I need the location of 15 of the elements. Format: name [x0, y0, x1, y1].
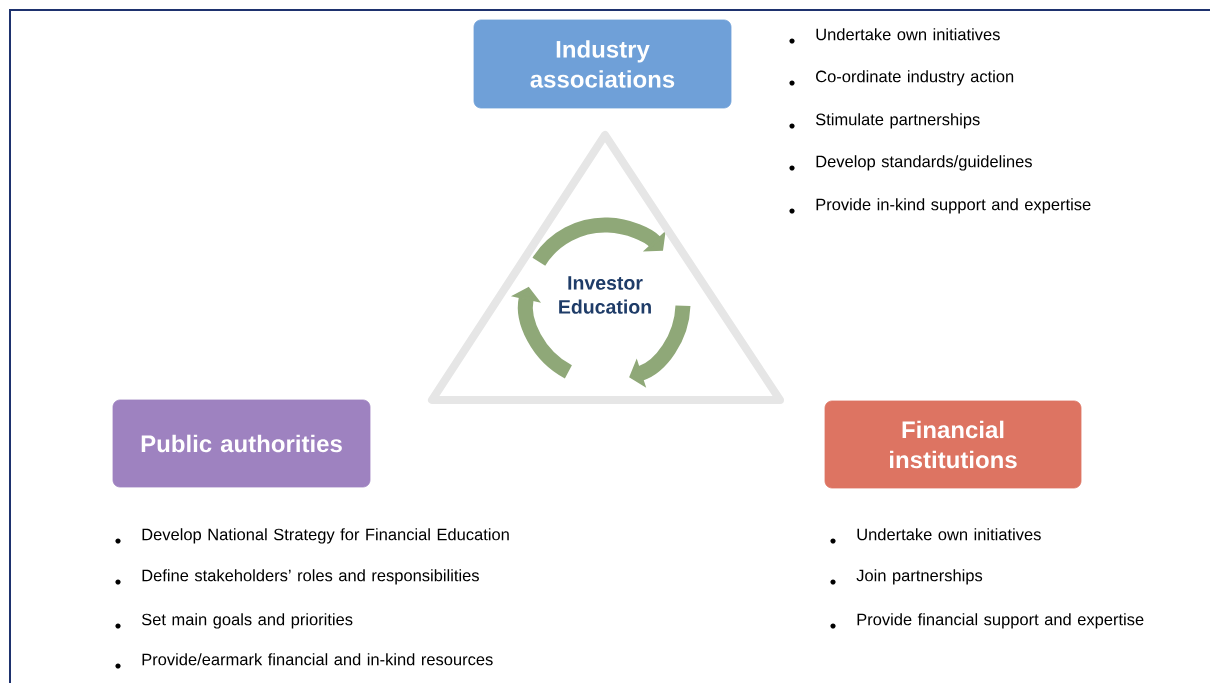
- bullet-item: Develop National Strategy for Financial Education: [142, 528, 509, 544]
- bullet-item: Develop standards/guidelines: [816, 155, 1032, 171]
- bullet-item: Set main goals and priorities: [141, 613, 353, 629]
- bullet-item: Undertake own initiatives: [816, 28, 1000, 41]
- bullet-item: Provide financial support and expertise: [857, 613, 1144, 629]
- bullet-item: Join partnerships: [856, 569, 983, 585]
- bullet-item: Define stakeholders’ roles and responsibilities: [142, 569, 479, 585]
- bullet-item: Co-ordinate industry action: [816, 70, 1014, 86]
- bullet-item: Provide in-kind support and expertise: [816, 198, 1091, 214]
- role-box: Industry associations: [473, 19, 732, 109]
- bullet-item: Stimulate partnerships: [815, 113, 980, 129]
- bullet-item: Provide/earmark financial and in-kind resources: [142, 653, 493, 666]
- bullet-item: Undertake own initiatives: [857, 528, 1041, 541]
- role-box: Public authorities: [112, 399, 371, 488]
- role-box: Financial institutions: [824, 400, 1082, 489]
